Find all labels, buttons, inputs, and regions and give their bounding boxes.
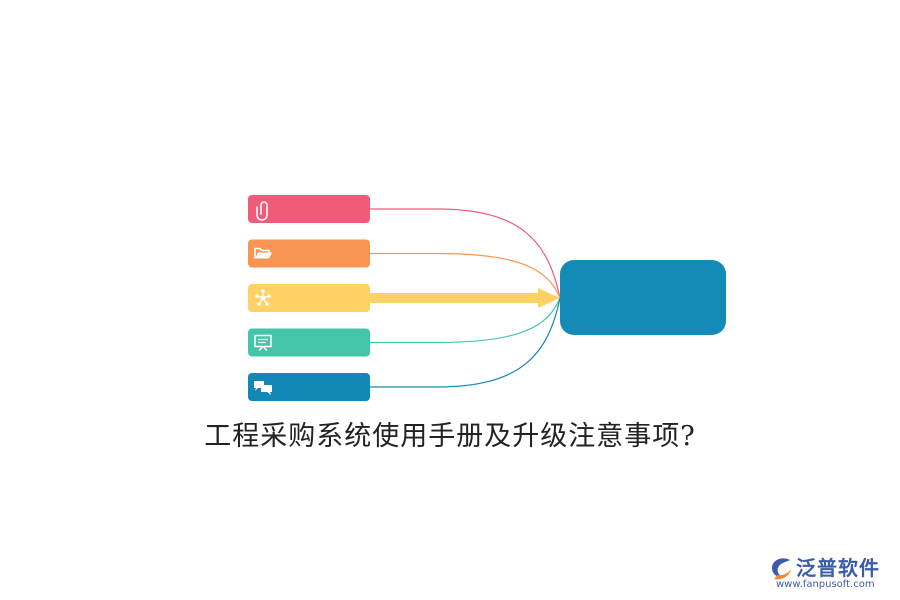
- branch-node: [248, 284, 370, 312]
- paperclip-icon: [256, 201, 268, 221]
- connector-line: [370, 208, 561, 299]
- connector-line: [370, 297, 561, 344]
- connector-arrowhead: [538, 288, 560, 308]
- branch-box: [248, 195, 370, 223]
- logo-url: www.fanpusoft.com: [776, 579, 875, 590]
- branch-box: [248, 328, 370, 357]
- page-title: 工程采购系统使用手册及升级注意事项?: [204, 421, 696, 452]
- chat-icon: [254, 381, 272, 395]
- branch-box: [248, 239, 370, 268]
- connector-line: [370, 297, 561, 388]
- branch-node: [248, 239, 370, 268]
- central-hub-node: [560, 260, 726, 335]
- network-icon: [255, 289, 271, 306]
- connector-line: [370, 252, 561, 299]
- folder-icon: [254, 247, 272, 259]
- logo-swirl-icon: [772, 558, 791, 580]
- brand-logo: 泛普软件 www.fanpusoft.com: [768, 552, 894, 596]
- logo-name: 泛普软件: [796, 556, 880, 580]
- branch-node: [248, 195, 370, 223]
- branch-node: [248, 328, 370, 357]
- branch-box: [248, 284, 370, 312]
- branch-node: [248, 373, 370, 401]
- branch-list: [248, 195, 370, 401]
- branch-box: [248, 373, 370, 401]
- connector-lines: [268, 208, 561, 388]
- presentation-icon: [254, 334, 272, 351]
- connector-highlight: [268, 293, 540, 303]
